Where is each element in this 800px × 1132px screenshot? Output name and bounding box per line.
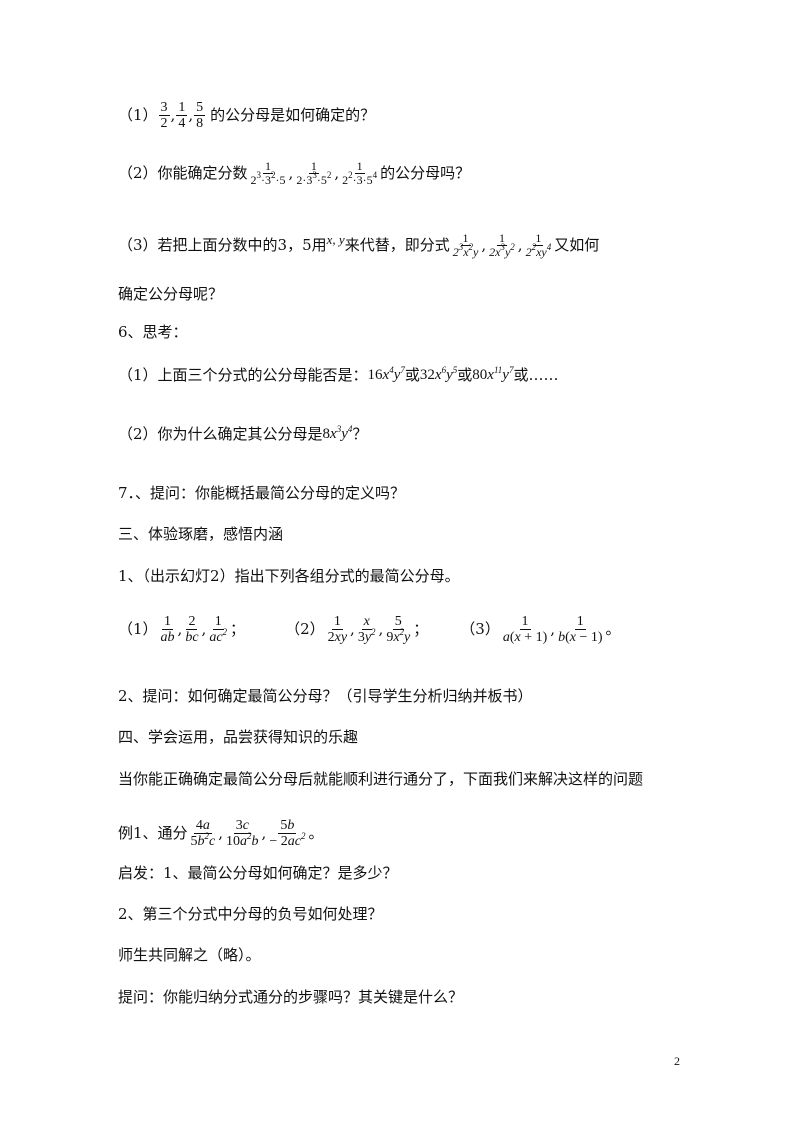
section-4-intro: 当你能正确确定最简公分母后就能顺利进行通分了，下面我们来解决这样的问题 (118, 770, 644, 788)
q3-prefix: （3）若把上面分数中的3，5用 (118, 236, 327, 254)
question-3-cont: 确定公分母呢？ (118, 285, 224, 303)
q3-mid: 来代替，即分式 (344, 236, 450, 254)
ellipsis: 或…… (513, 366, 559, 384)
group-2-label: （2） (285, 620, 325, 638)
section-6-p1: （1）上面三个分式的公分母能否是： 16x4y7 或 32x6y5 或 80x1… (118, 365, 559, 384)
expr-32x6y5: 32x6y5 (419, 365, 458, 383)
s6-p2-prefix: （2）你为什么确定其公分母是 (118, 425, 323, 443)
section-7: 7．、提问：你能概括最简公分母的定义吗？ (118, 484, 406, 502)
final-question: 提问：你能归纳分式通分的步骤吗？其关键是什么？ (118, 988, 464, 1006)
section-6-p2: （2）你为什么确定其公分母是 8x3y4 ？ (118, 424, 368, 443)
or-2: 或 (457, 366, 473, 384)
group-3-label: （3） (460, 620, 500, 638)
hint-2: 2、第三个分式中分母的负号如何处理？ (118, 905, 383, 923)
s6-p1-prefix: （1）上面三个分式的公分母能否是： (118, 366, 368, 384)
q1-prefix: （1） (118, 106, 158, 124)
q1-suffix: 的公分母是如何确定的？ (210, 106, 376, 124)
semicolon-2: ； (413, 620, 429, 638)
section-3-item-1: 1、（出示幻灯2）指出下列各组分式的最简公分母。 (118, 567, 460, 585)
q2-prefix: （2）你能确定分数 (118, 164, 248, 182)
example-1-end: 。 (308, 824, 324, 842)
semicolon-1: ； (230, 620, 246, 638)
q3-vars: x, y (326, 232, 345, 247)
expr-8x3y4: 8x3y4 (322, 424, 353, 442)
expr-80x11y7: 80x11y7 (472, 365, 514, 383)
expr-16x4y7: 16x4y7 (367, 365, 405, 383)
or-1: 或 (404, 366, 420, 384)
fraction-5b-neg2ac2: 5b− 2ac2 (269, 818, 306, 849)
section-6-title: 6、思考： (118, 323, 188, 341)
s6-p2-suffix: ？ (352, 425, 368, 443)
page-number: 2 (674, 1054, 680, 1068)
group-1-label: （1） (118, 620, 158, 638)
q2-suffix: 的公分母吗？ (380, 164, 471, 182)
hint-1: 启发：1、最简公分母如何确定？是多少？ (118, 864, 398, 882)
section-3-item-2: 2、提问：如何确定最简公分母？（引导学生分析归纳并板书） (118, 687, 533, 705)
section-4-title: 四、学会运用，品尝获得知识的乐趣 (118, 728, 359, 746)
q3-suffix: 又如何 (554, 236, 600, 254)
period: 。 (605, 620, 621, 638)
solve-note: 师生共同解之（略）。 (118, 946, 261, 964)
section-3-title: 三、体验琢磨，感悟内涵 (118, 525, 284, 543)
example-1-prefix: 例1、通分 (118, 824, 188, 842)
